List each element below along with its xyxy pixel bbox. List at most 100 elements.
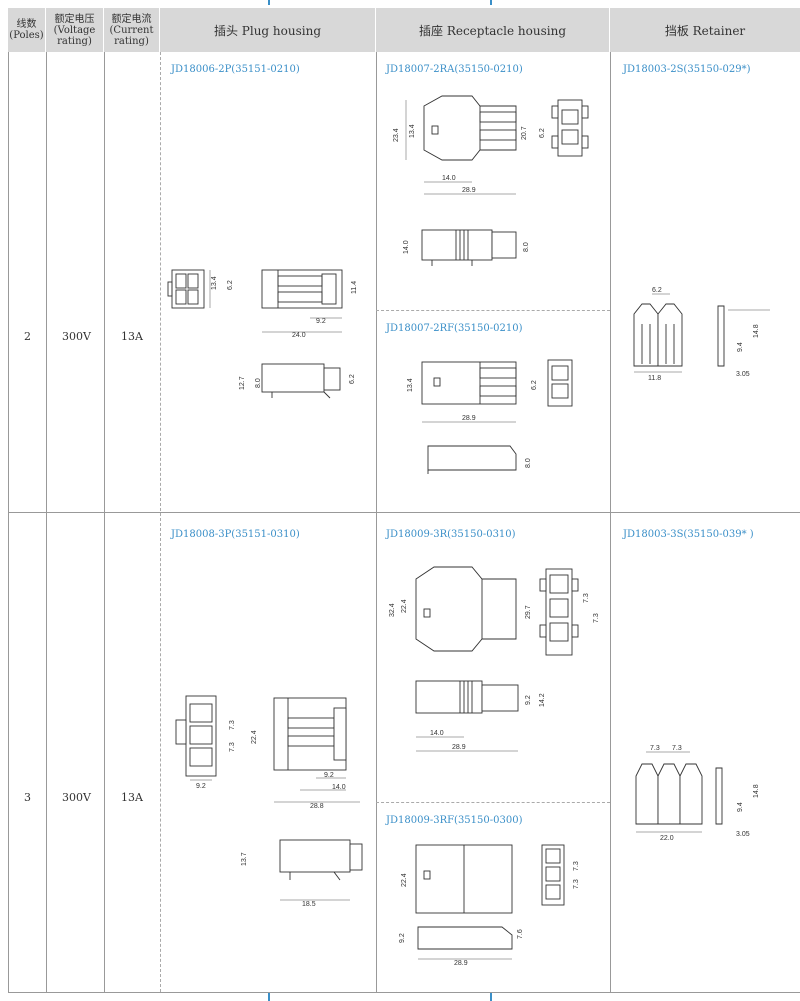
dim-label: 6.2	[531, 380, 538, 390]
dim-label: 11.4	[351, 281, 358, 294]
dim-label: 18.5	[302, 901, 316, 908]
row1-poles: 2	[24, 330, 31, 343]
dim-label: 28.9	[454, 960, 468, 967]
dim-label: 9.2	[196, 783, 206, 790]
dim-label: 7.3	[672, 745, 682, 752]
dim-label: 3.05	[736, 371, 750, 378]
dim-label: 7.6	[517, 929, 524, 939]
dim-label: 20.7	[521, 126, 528, 140]
row2-plug-part: JD18008-3P(35151-0310)	[171, 529, 300, 540]
dim-label: 13.4	[409, 124, 416, 138]
header-receptacle: 插座 Receptacle housing	[376, 8, 610, 52]
dim-label: 9.2	[324, 772, 334, 779]
header-retainer: 挡板 Retainer	[610, 8, 800, 52]
receptacle-subdivider	[376, 310, 610, 311]
dim-label: 7.3	[583, 593, 590, 603]
dim-label: 7.3	[573, 879, 580, 889]
row1-receptacle-part-b: JD18007-2RF(35150-0210)	[386, 323, 523, 334]
dim-label: 12.7	[239, 376, 246, 390]
row2-poles: 3	[24, 791, 31, 804]
dim-label: 14.8	[753, 784, 760, 798]
dim-label: 6.2	[349, 374, 356, 384]
dim-label: 9.4	[737, 342, 744, 352]
col-divider	[8, 52, 9, 992]
dim-label: 22.4	[401, 873, 408, 887]
row2-receptacle-b-drawing: 22.4 7.3 7.3 9.2 7.6 28.9	[399, 844, 580, 967]
col-divider	[610, 52, 611, 992]
dim-label: 7.3	[229, 720, 236, 730]
col-divider	[46, 52, 47, 992]
dim-label: 9.4	[737, 802, 744, 812]
row2-plug-drawing: 7.3 7.3 9.2 22.4 9.2 14.0 28.8 13.7 18.5	[175, 695, 363, 908]
header-plug: 插头 Plug housing	[160, 8, 376, 52]
dim-label: 11.8	[648, 375, 661, 382]
bottom-marker-left	[268, 993, 270, 1001]
dim-label: 9.2	[316, 318, 326, 325]
current-label-en2: rating)	[114, 35, 149, 47]
poles-label-en: (Poles)	[9, 30, 44, 41]
dim-label: 6.2	[652, 287, 662, 294]
dim-label: 14.0	[430, 730, 444, 737]
dim-label: 7.3	[229, 742, 236, 752]
row1-voltage: 300V	[62, 330, 91, 343]
header-poles: 线数 (Poles)	[8, 8, 46, 52]
row1-retainer-drawing: 6.2 11.8 9.4 14.8 3.05	[633, 287, 770, 382]
dim-label: 7.3	[573, 861, 580, 871]
dim-label: 28.9	[452, 744, 466, 751]
top-marker-right	[490, 0, 492, 5]
dim-label: 7.3	[593, 613, 600, 623]
dim-label: 8.0	[525, 458, 532, 468]
bottom-marker-right	[490, 993, 492, 1001]
row-divider	[8, 512, 800, 513]
top-marker-left	[268, 0, 270, 5]
dim-label: 13.7	[241, 852, 248, 866]
col-divider-dashed	[160, 52, 161, 992]
row2-receptacle-part-a: JD18009-3R(35150-0310)	[386, 529, 516, 540]
dim-label: 9.2	[525, 695, 532, 705]
dim-label: 22.0	[660, 835, 674, 842]
dim-label: 14.2	[539, 693, 546, 707]
plug-header-label: 插头 Plug housing	[213, 23, 322, 38]
voltage-label-cn: 额定电压	[54, 13, 95, 25]
receptacle-header-label: 插座 Receptacle housing	[419, 23, 566, 38]
dim-label: 8.0	[255, 378, 262, 388]
row1-retainer-part: JD18003-2S(35150-029*)	[623, 64, 751, 75]
current-label-cn: 额定电流	[111, 13, 152, 25]
dim-label: 9.2	[399, 933, 406, 943]
col-divider	[376, 52, 377, 992]
voltage-label-en2: rating)	[57, 35, 92, 47]
dim-label: 14.0	[442, 175, 456, 182]
header-voltage: 额定电压 (Voltage rating)	[46, 8, 104, 52]
dim-label: 14.8	[753, 324, 760, 338]
row1-receptacle-b-drawing: 13.4 6.2 28.9 8.0	[407, 359, 573, 474]
row1-current: 13A	[121, 330, 143, 343]
row1-receptacle-part-a: JD18007-2RA(35150-0210)	[386, 64, 523, 75]
dim-label: 6.2	[539, 128, 546, 138]
dim-label: 23.4	[393, 128, 400, 142]
row2-retainer-part: JD18003-3S(35150-039* )	[623, 529, 754, 540]
dim-label: 24.0	[292, 332, 306, 339]
dim-label: 13.4	[211, 276, 218, 290]
col-divider	[104, 52, 105, 992]
dim-label: 28.9	[462, 415, 476, 422]
dim-label: 22.4	[401, 599, 408, 613]
row2-voltage: 300V	[62, 791, 91, 804]
row1-receptacle-a-drawing: 23.4 13.4 20.7 6.2 14.0 28.9 14.0 8.0	[393, 95, 589, 266]
dim-label: 7.3	[650, 745, 660, 752]
table-bottom	[8, 992, 800, 993]
header-current: 额定电流 (Current rating)	[104, 8, 160, 52]
dim-label: 32.4	[389, 603, 396, 617]
poles-label-cn: 线数	[16, 19, 37, 30]
dim-label: 6.2	[227, 280, 234, 290]
dim-label: 14.0	[332, 784, 346, 791]
row1-plug-drawing: 13.4 6.2 11.4 9.2 24.0 12.7 8.0 6.2	[167, 269, 358, 399]
voltage-label-en1: (Voltage	[53, 24, 96, 36]
dim-label: 29.7	[525, 605, 532, 619]
dim-label: 22.4	[251, 730, 258, 744]
dim-label: 8.0	[523, 242, 530, 252]
retainer-header-label: 挡板 Retainer	[664, 23, 746, 38]
row2-retainer-drawing: 7.3 7.3 22.0 9.4 14.8 3.05	[635, 745, 760, 842]
receptacle-subdivider	[376, 802, 610, 803]
dim-label: 14.0	[403, 240, 410, 254]
dim-label: 28.9	[462, 187, 476, 194]
